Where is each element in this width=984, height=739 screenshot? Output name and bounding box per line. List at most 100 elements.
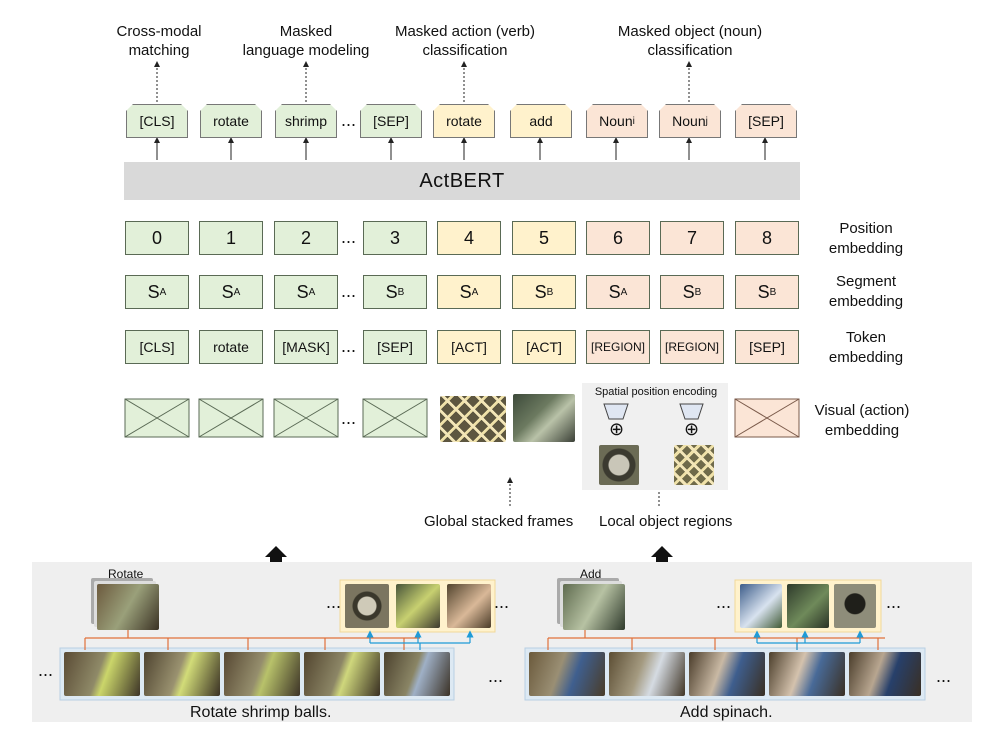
token-box: [SEP]	[363, 330, 427, 364]
video-frame	[384, 652, 450, 696]
global-stacked-frames-label: Global stacked frames	[424, 513, 574, 530]
segment-sub: B	[546, 286, 554, 298]
position-box: 3	[363, 221, 427, 255]
position-box: 1	[199, 221, 263, 255]
segment-main: S	[385, 281, 398, 302]
segment-main: S	[221, 281, 234, 302]
segment-main: S	[147, 281, 160, 302]
row-label-line: embedding	[828, 240, 904, 257]
video-frame	[144, 652, 220, 696]
token-box: [MASK]	[274, 330, 338, 364]
output-token-rotate: rotate	[200, 104, 262, 138]
caption-rotate-shrimp-balls: Rotate shrimp balls.	[190, 704, 332, 721]
token-box: [REGION]	[660, 330, 724, 364]
video-frame	[609, 652, 685, 696]
segment-sub: B	[397, 286, 405, 298]
clip-label-rotate: Rotate	[108, 567, 144, 581]
output-token-shrimp: shrimp	[275, 104, 337, 138]
task-label-line: classification	[422, 42, 508, 59]
task-label-line: Cross-modal	[116, 23, 202, 40]
position-box: 4	[437, 221, 501, 255]
token-box: [CLS]	[125, 330, 189, 364]
segment-sub: A	[308, 286, 316, 298]
ellipsis: ...	[341, 281, 357, 301]
segment-embedding-label: Segment embedding	[818, 272, 914, 312]
output-label: [SEP]	[373, 113, 409, 129]
segment-main: S	[757, 281, 770, 302]
output-label: rotate	[446, 113, 482, 129]
subscript: j	[705, 115, 708, 127]
token-box: [ACT]	[437, 330, 501, 364]
output-token-sep: [SEP]	[360, 104, 422, 138]
task-cross-modal-matching: Cross-modal matching	[104, 22, 214, 60]
video-frame	[64, 652, 140, 696]
segment-sub: A	[620, 286, 628, 298]
oplus-icon: ⊕	[684, 419, 700, 439]
segment-sub: B	[769, 286, 777, 298]
row-label-line: Position	[839, 220, 893, 237]
object-frame	[787, 584, 829, 628]
actbert-model-bar: ActBERT	[124, 162, 800, 200]
object-region-mesh	[674, 445, 714, 485]
ellipsis: ...	[341, 336, 357, 356]
visual-embedding-label: Visual (action) embedding	[806, 401, 918, 441]
task-label-line: language modeling	[242, 42, 370, 59]
object-frame	[345, 584, 389, 628]
segment-main: S	[296, 281, 309, 302]
output-label: shrimp	[284, 113, 327, 129]
position-box: 0	[125, 221, 189, 255]
task-label-line: Masked action (verb)	[394, 23, 536, 40]
task-masked-object-classification: Masked object (noun) classification	[598, 22, 782, 60]
ellipsis: ...	[886, 592, 902, 612]
action-stack-add	[563, 584, 625, 630]
object-frame	[447, 584, 491, 628]
ellipsis: ...	[341, 227, 357, 247]
position-box: 8	[735, 221, 799, 255]
ellipsis: ...	[38, 660, 54, 680]
segment-main: S	[608, 281, 621, 302]
position-embedding-label: Position embedding	[818, 219, 914, 259]
output-label: rotate	[213, 113, 249, 129]
segment-sub: A	[471, 286, 479, 298]
row-label-line: Token	[845, 329, 887, 346]
object-region-pot	[599, 445, 639, 485]
global-frame-stack-rotate	[440, 396, 506, 442]
ellipsis: ...	[341, 408, 357, 428]
token-embedding-label: Token embedding	[818, 328, 914, 368]
object-frame	[834, 584, 876, 628]
ellipsis: ...	[494, 592, 510, 612]
output-label: Noun	[672, 113, 706, 129]
segment-sub: A	[159, 286, 167, 298]
task-label-line: Masked	[279, 23, 333, 40]
row-label-line: embedding	[828, 349, 904, 366]
output-label: Noun	[599, 113, 633, 129]
caption-add-spinach: Add spinach.	[680, 704, 773, 721]
ellipsis: ...	[936, 666, 952, 686]
video-frame	[689, 652, 765, 696]
spatial-position-encoding-label: Spatial position encoding	[594, 386, 718, 398]
token-box: rotate	[199, 330, 263, 364]
output-label: add	[529, 113, 553, 129]
output-label: [SEP]	[748, 113, 784, 129]
ellipsis: ...	[716, 592, 732, 612]
row-label-line: Visual (action)	[814, 402, 910, 419]
ellipsis: ...	[488, 666, 504, 686]
clip-label-add: Add	[580, 567, 602, 581]
ellipsis: ...	[341, 110, 357, 130]
video-frame	[849, 652, 921, 696]
position-box: 6	[586, 221, 650, 255]
subscript: i	[632, 115, 635, 127]
object-frame	[740, 584, 782, 628]
row-label-line: embedding	[824, 422, 900, 439]
position-box: 7	[660, 221, 724, 255]
token-box: [SEP]	[735, 330, 799, 364]
ellipsis: ...	[326, 592, 342, 612]
